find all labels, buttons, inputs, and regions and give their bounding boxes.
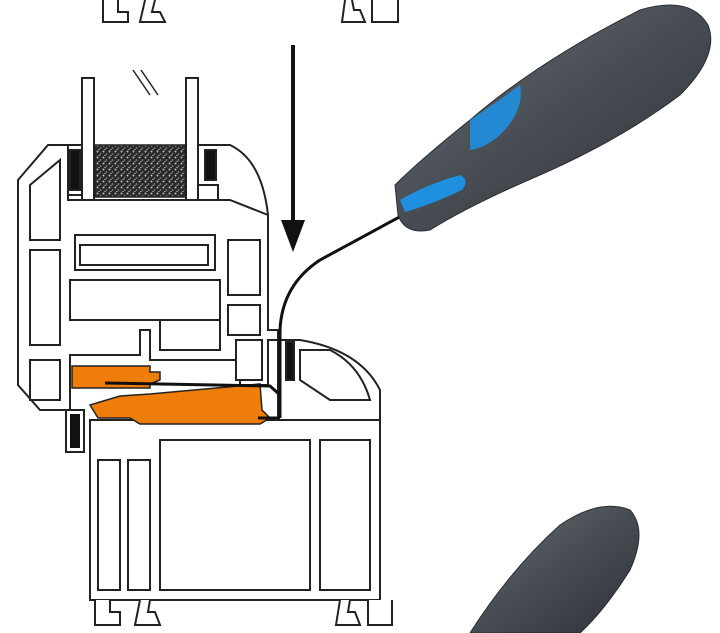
installation-direction-arrow — [281, 45, 305, 252]
glazing-spacer — [94, 144, 186, 198]
key-tool — [394, 4, 712, 232]
key-tool-tip-accent — [400, 175, 466, 212]
top-profile-fragment — [102, 0, 399, 23]
key-tool-handle-bottom — [469, 505, 640, 633]
drainage-gasket — [65, 409, 85, 453]
key-tool-grip-accent — [470, 85, 521, 150]
break-line — [132, 69, 151, 96]
glazing-unit — [81, 69, 199, 201]
lower-frame-profile — [89, 419, 393, 626]
upper-frame-profile — [17, 144, 279, 411]
sash-profile — [277, 339, 381, 441]
key-tool-wire — [104, 193, 441, 420]
